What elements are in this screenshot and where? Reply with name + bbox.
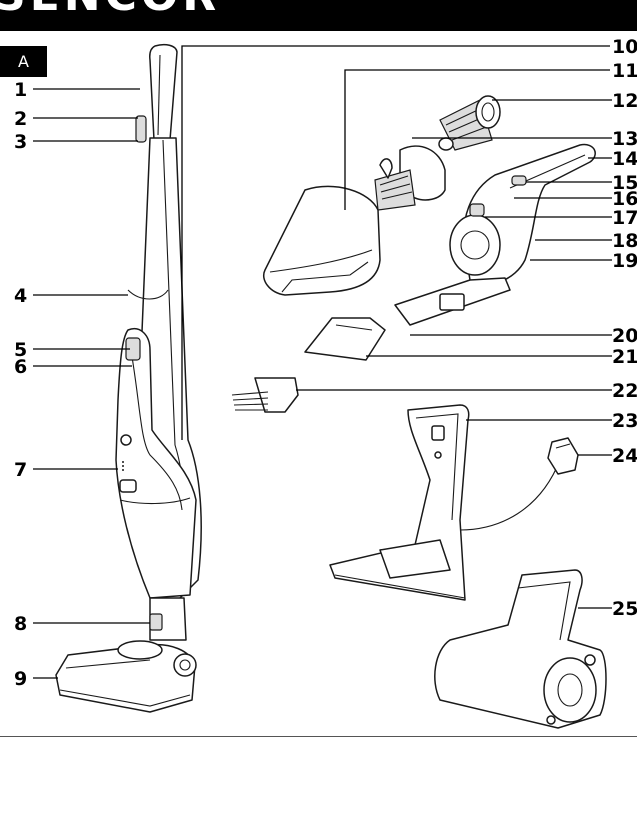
callout-2: 2	[14, 108, 27, 130]
handheld-unit-drawing	[394, 143, 596, 326]
callout-23: 23	[612, 410, 637, 432]
crevice-nozzle-drawing	[304, 317, 386, 361]
callout-10: 10	[612, 36, 637, 58]
outer-filter-drawing	[438, 95, 501, 151]
callout-20: 20	[612, 325, 637, 347]
callout-numbers: 1 2 3 4 5 6 7 8 9 10 11 12 13 14 15 16 1…	[14, 36, 637, 690]
leader-lines	[33, 45, 612, 679]
callout-1: 1	[14, 79, 27, 101]
handle-buttons	[135, 115, 147, 143]
section-tab: A	[0, 46, 47, 77]
callout-22: 22	[612, 380, 637, 402]
inner-filter-drawing	[374, 145, 446, 211]
callout-19: 19	[612, 250, 637, 272]
callout-12: 12	[612, 90, 637, 112]
callout-3: 3	[14, 131, 27, 153]
brush-nozzle-drawing	[231, 377, 299, 413]
header-bar: SENCOR	[0, 0, 637, 31]
callout-6: 6	[14, 356, 27, 378]
power-adapter-drawing	[547, 437, 579, 475]
bottom-divider	[0, 736, 637, 737]
callout-11: 11	[612, 60, 637, 82]
charging-station-drawing	[329, 404, 561, 601]
callout-9: 9	[14, 668, 27, 690]
brand-logo-text: SENCOR	[0, 0, 220, 18]
dust-container-drawing	[263, 185, 381, 296]
callout-5: 5	[14, 339, 27, 361]
callout-25: 25	[612, 598, 637, 620]
callout-15: 15	[612, 172, 637, 194]
callout-18: 18	[612, 230, 637, 252]
neck-button	[149, 613, 163, 631]
stick-vacuum-drawing	[55, 43, 202, 713]
callout-16: 16	[612, 188, 637, 210]
power-button	[511, 175, 527, 186]
release-button-handheld	[469, 203, 485, 217]
callout-24: 24	[612, 445, 637, 467]
callout-13: 13	[612, 128, 637, 150]
callout-4: 4	[14, 285, 27, 307]
callout-21: 21	[612, 346, 637, 368]
callout-17: 17	[612, 207, 637, 229]
callout-7: 7	[14, 459, 27, 481]
callout-14: 14	[612, 148, 637, 170]
vacuum-handle	[149, 43, 178, 146]
motorised-brush-drawing	[434, 569, 607, 729]
callout-8: 8	[14, 613, 27, 635]
